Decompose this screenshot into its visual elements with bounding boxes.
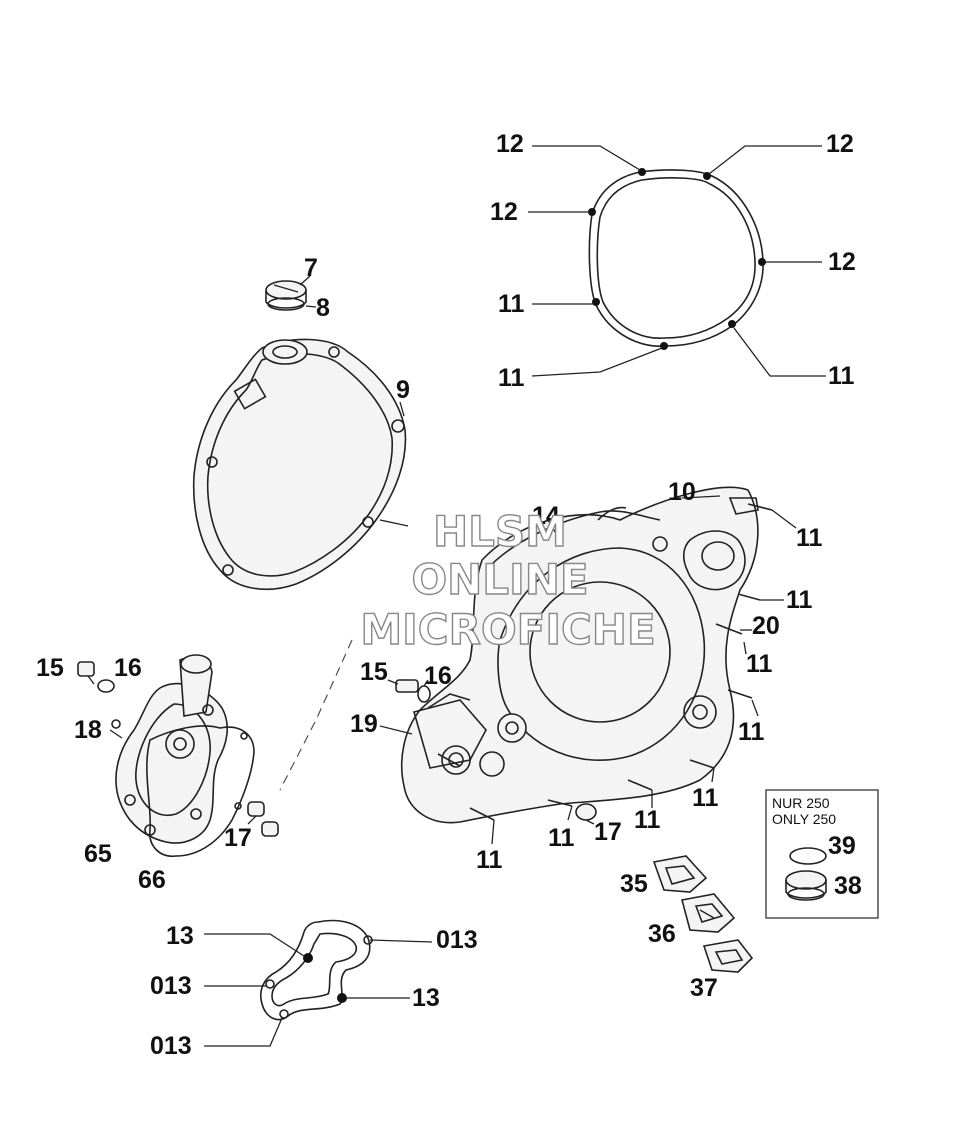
o-ring-18: [111, 719, 121, 729]
note-line-1: NUR 250: [772, 795, 830, 811]
label-12: 12: [496, 130, 524, 158]
label-15: 15: [360, 658, 388, 686]
label-16: 16: [114, 654, 142, 682]
label-11: 11: [796, 524, 823, 552]
label-37: 37: [690, 974, 718, 1002]
label-9: 9: [396, 376, 410, 404]
label-13: 13: [412, 984, 440, 1012]
label-11: 11: [476, 846, 503, 874]
label-11: 11: [498, 290, 525, 318]
label-013: 013: [150, 972, 192, 1000]
dowel-17b: [261, 821, 279, 837]
label-19: 19: [350, 710, 378, 738]
water-pump-cover: [115, 654, 229, 844]
label-11: 11: [828, 362, 855, 390]
label-39: 39: [828, 832, 856, 860]
oil-filler-plug: [265, 280, 307, 311]
watermark-line-1: HLSM: [433, 507, 567, 556]
label-7: 7: [304, 254, 318, 282]
label-10: 10: [668, 478, 696, 506]
label-15: 15: [36, 654, 64, 682]
label-11: 11: [746, 650, 773, 678]
seal-parts: [652, 855, 754, 973]
label-11: 11: [498, 364, 525, 392]
assembly-line: [279, 639, 353, 791]
o-ring-39: [789, 847, 827, 865]
label-17: 17: [224, 824, 252, 852]
clutch-cover-gasket: [588, 168, 766, 350]
label-11: 11: [692, 784, 719, 812]
label-35: 35: [620, 870, 648, 898]
watermark-line-2: ONLINE: [411, 555, 588, 604]
label-11: 11: [738, 718, 765, 746]
clutch-cover: [192, 338, 407, 590]
label-16: 16: [424, 662, 452, 690]
label-11: 11: [634, 806, 661, 834]
housing-bolts: [437, 503, 773, 821]
label-12: 12: [490, 198, 518, 226]
note-box: [765, 789, 879, 919]
label-14: 14: [532, 502, 560, 530]
filler-cap-38: [785, 870, 827, 901]
water-pump-gasket: [146, 725, 255, 857]
label-20: 20: [752, 612, 780, 640]
note-line-2: ONLY 250: [772, 811, 836, 827]
dowel-pin-middle: [575, 803, 597, 821]
label-13: 13: [166, 922, 194, 950]
label-12: 12: [826, 130, 854, 158]
label-66: 66: [138, 866, 166, 894]
label-8: 8: [316, 294, 330, 322]
label-38: 38: [834, 872, 862, 900]
water-pump-gasket-small: [260, 919, 373, 1021]
label-11: 11: [548, 824, 575, 852]
crankcase-cover: [400, 486, 759, 824]
label-36: 36: [648, 920, 676, 948]
label-11: 11: [786, 586, 813, 614]
label-17: 17: [594, 818, 622, 846]
label-65: 65: [84, 840, 112, 868]
label-013: 013: [436, 926, 478, 954]
dowel-17a: [247, 801, 265, 817]
label-12: 12: [828, 248, 856, 276]
watermark-line-3: MICROFICHE: [360, 605, 655, 654]
drain-plug-left: [77, 661, 115, 693]
label-013: 013: [150, 1032, 192, 1060]
label-18: 18: [74, 716, 102, 744]
